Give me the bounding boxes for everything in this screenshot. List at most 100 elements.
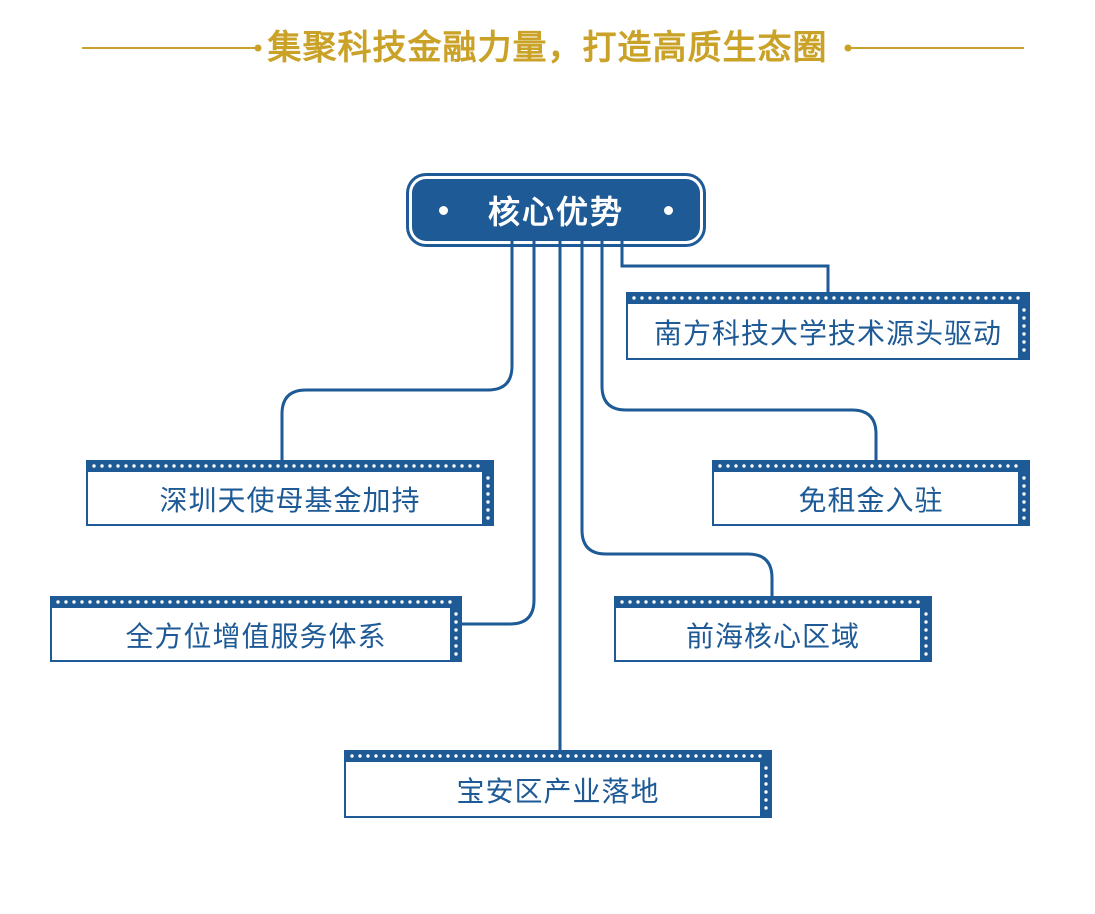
card-band-dot bbox=[894, 464, 898, 468]
card-band-dot bbox=[244, 464, 248, 468]
card-band-dot bbox=[844, 600, 848, 604]
card-band-dot bbox=[808, 296, 812, 300]
card-band-dot bbox=[740, 600, 744, 604]
hub-label: 核心优势 bbox=[487, 193, 624, 231]
card-band-dot bbox=[926, 464, 930, 468]
card-band-dot bbox=[720, 296, 724, 300]
node-label: 南方科技大学技术源头驱动 bbox=[653, 317, 1002, 350]
card-band-dot bbox=[348, 464, 352, 468]
card-band-dot bbox=[340, 464, 344, 468]
card-band-dot bbox=[256, 600, 260, 604]
card-band-dot bbox=[152, 600, 156, 604]
card-band-dot bbox=[408, 600, 412, 604]
card-band-dot bbox=[204, 464, 208, 468]
card-band-dot bbox=[180, 464, 184, 468]
card-band-dot bbox=[766, 464, 770, 468]
card-band-dot bbox=[264, 600, 268, 604]
card-band-dot bbox=[764, 790, 768, 794]
connector-n5 bbox=[580, 241, 774, 596]
node-label: 宝安区产业落地 bbox=[456, 775, 660, 808]
card-band-dot bbox=[72, 600, 76, 604]
card-band-dot bbox=[976, 296, 980, 300]
card-band-dot bbox=[632, 296, 636, 300]
card-band-dot bbox=[332, 464, 336, 468]
card-band-dot bbox=[364, 464, 368, 468]
card-band-dot bbox=[846, 464, 850, 468]
card-band-dot bbox=[374, 754, 378, 758]
card-band-dot bbox=[368, 600, 372, 604]
card-band-dot bbox=[460, 464, 464, 468]
card-band-dot bbox=[1022, 484, 1026, 488]
node-label: 前海核心区域 bbox=[685, 620, 860, 653]
card-band-dot bbox=[268, 464, 272, 468]
card-band-dot bbox=[998, 464, 1002, 468]
dot-icon bbox=[664, 206, 673, 215]
card-band-dot bbox=[990, 464, 994, 468]
card-band-dot bbox=[502, 754, 506, 758]
card-band-dot bbox=[160, 600, 164, 604]
card-band-dot bbox=[630, 754, 634, 758]
card-band-dot bbox=[758, 754, 762, 758]
card-band-dot bbox=[288, 600, 292, 604]
card-band-dot bbox=[382, 754, 386, 758]
card-band-dot bbox=[542, 754, 546, 758]
card-band-dot bbox=[912, 296, 916, 300]
card-band-dot bbox=[108, 464, 112, 468]
card-band-dot bbox=[838, 464, 842, 468]
card-band-dot bbox=[120, 600, 124, 604]
card-band-dot bbox=[92, 464, 96, 468]
card-band-dot bbox=[656, 296, 660, 300]
card-band-dot bbox=[824, 296, 828, 300]
card-band-dot bbox=[804, 600, 808, 604]
card-band-dot bbox=[336, 600, 340, 604]
card-band-dot bbox=[702, 754, 706, 758]
card-band-dot bbox=[942, 464, 946, 468]
card-band-dot bbox=[438, 754, 442, 758]
card-band-dot bbox=[324, 464, 328, 468]
card-band-dot bbox=[654, 754, 658, 758]
card-band-dot bbox=[628, 600, 632, 604]
card-band-dot bbox=[236, 464, 240, 468]
card-band-dot bbox=[220, 464, 224, 468]
card-band-dot bbox=[454, 620, 458, 624]
card-band-dot bbox=[284, 464, 288, 468]
card-band-dot bbox=[896, 296, 900, 300]
card-band-dot bbox=[96, 600, 100, 604]
card-band-dot bbox=[966, 464, 970, 468]
card-band-dot bbox=[566, 754, 570, 758]
card-band-dot bbox=[296, 600, 300, 604]
card-band-dot bbox=[454, 636, 458, 640]
node-label: 深圳天使母基金加持 bbox=[159, 484, 421, 517]
card-band-dot bbox=[924, 612, 928, 616]
card-band-dot bbox=[430, 754, 434, 758]
card-band-dot bbox=[644, 600, 648, 604]
card-band-dot bbox=[832, 296, 836, 300]
card-band-dot bbox=[416, 600, 420, 604]
card-band-dot bbox=[582, 754, 586, 758]
card-band-dot bbox=[156, 464, 160, 468]
card-band-dot bbox=[958, 464, 962, 468]
card-band-dot bbox=[132, 464, 136, 468]
card-band-dot bbox=[732, 600, 736, 604]
card-band-dot bbox=[726, 464, 730, 468]
card-band-dot bbox=[280, 600, 284, 604]
card-band-dot bbox=[1014, 464, 1018, 468]
card-band-dot bbox=[696, 296, 700, 300]
card-band-dot bbox=[1022, 500, 1026, 504]
card-band-dot bbox=[196, 464, 200, 468]
card-band-dot bbox=[768, 296, 772, 300]
card-band-dot bbox=[734, 754, 738, 758]
card-band-dot bbox=[888, 296, 892, 300]
card-band-dot bbox=[784, 296, 788, 300]
card-band-dot bbox=[228, 464, 232, 468]
card-band-dot bbox=[1022, 516, 1026, 520]
card-band-dot bbox=[444, 464, 448, 468]
card-band-dot bbox=[924, 652, 928, 656]
card-band-dot bbox=[910, 464, 914, 468]
card-band-dot bbox=[468, 464, 472, 468]
card-band-dot bbox=[836, 600, 840, 604]
card-band-dot bbox=[164, 464, 168, 468]
card-band-dot bbox=[1000, 296, 1004, 300]
card-band-dot bbox=[1022, 348, 1026, 352]
card-band-dot bbox=[372, 464, 376, 468]
